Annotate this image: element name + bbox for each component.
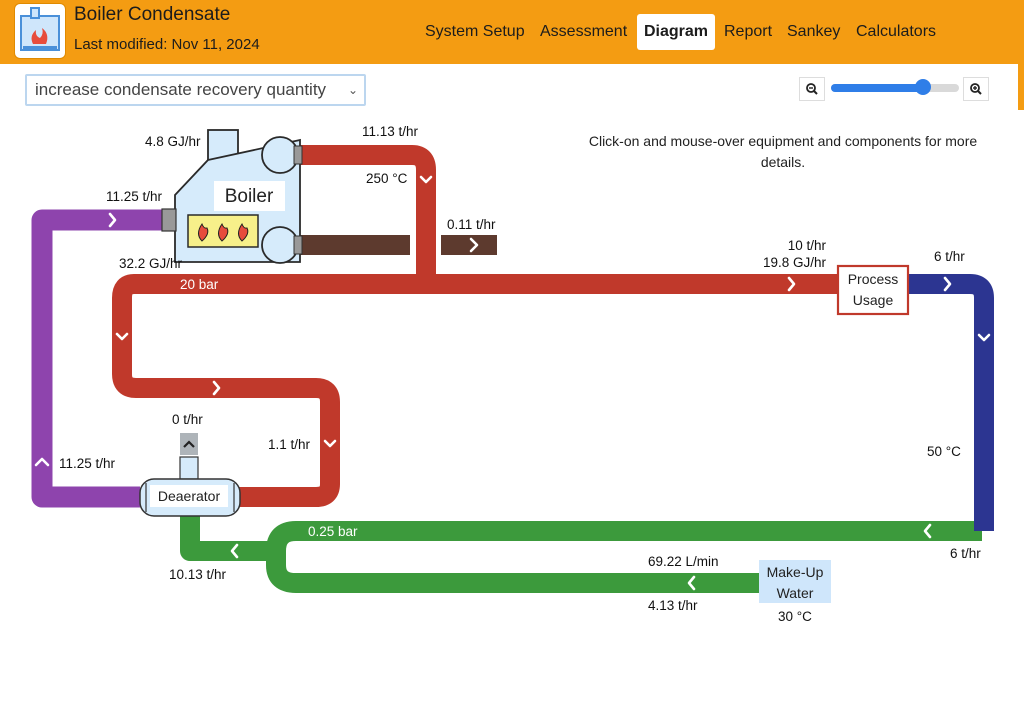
flow-arrow-icon <box>230 543 239 559</box>
header-energy-label: 32.2 GJ/hr <box>119 256 183 271</box>
tab-system-setup[interactable]: System Setup <box>425 23 525 40</box>
flow-arrow-icon <box>323 439 337 448</box>
da-inlet-label: 10.13 t/hr <box>169 567 227 582</box>
flow-arrow-icon <box>787 276 796 292</box>
app-header: Boiler Condensate Last modified: Nov 11,… <box>0 0 1024 64</box>
zoom-slider[interactable] <box>831 79 959 95</box>
vent-valve[interactable] <box>179 433 199 480</box>
flow-arrow-icon <box>923 523 932 539</box>
app-logo-icon <box>14 3 66 59</box>
makeup-water[interactable]: Make-Up Water <box>759 560 831 603</box>
makeup-label-line2: Water <box>777 585 814 601</box>
condensate-return-label: 6 t/hr <box>950 546 981 561</box>
flow-arrow-icon <box>943 276 952 292</box>
scenario-select-value: increase condensate recovery quantity <box>35 80 327 99</box>
makeup-volume-label: 69.22 L/min <box>648 554 719 569</box>
makeup-label-line1: Make-Up <box>767 564 824 580</box>
tab-diagram[interactable]: Diagram <box>637 14 716 50</box>
steam-out-label: 11.13 t/hr <box>362 124 419 139</box>
blowdown-label: 0.11 t/hr <box>447 217 496 232</box>
zoom-slider-thumb[interactable] <box>915 79 932 95</box>
flow-arrow-icon <box>108 212 117 228</box>
steam-drum <box>261 136 299 174</box>
blowdown-pipe[interactable] <box>300 235 410 255</box>
process-energy-label: 19.8 GJ/hr <box>763 255 827 270</box>
zoom-in-button[interactable] <box>963 77 989 101</box>
flame-icon <box>238 222 249 242</box>
feedwater-pipe[interactable] <box>31 209 170 508</box>
condensate-pipe[interactable] <box>908 274 994 531</box>
flame-icon <box>198 222 209 242</box>
process-flow-label: 10 t/hr <box>788 238 827 253</box>
help-text: Click-on and mouse-over equipment and co… <box>588 133 978 170</box>
makeup-flow-label: 4.13 t/hr <box>648 598 698 613</box>
last-modified: Last modified: Nov 11, 2024 <box>74 36 260 53</box>
flow-arrow-icon <box>212 380 221 396</box>
sidebar-edge <box>1018 64 1024 110</box>
process-label-line2: Usage <box>853 292 894 308</box>
water-pipe[interactable] <box>180 512 982 593</box>
flow-arrow-icon <box>977 333 991 342</box>
vent-flow-label: 0 t/hr <box>172 412 203 427</box>
zoom-out-button[interactable] <box>799 77 825 101</box>
boiler-fuel-label: 4.8 GJ/hr <box>145 134 201 149</box>
tab-sankey[interactable]: Sankey <box>787 23 841 40</box>
tab-assessment[interactable]: Assessment <box>540 23 628 40</box>
feed-return-label: 11.25 t/hr <box>59 456 116 471</box>
makeup-temp-label: 30 °C <box>778 609 812 624</box>
flow-arrow-icon <box>687 575 696 591</box>
steam-pipe[interactable] <box>112 145 838 507</box>
zoom-out-icon <box>806 83 818 95</box>
blowdown-outlet[interactable] <box>441 235 497 255</box>
zoom-slider-fill <box>831 84 924 92</box>
steam-temp-label: 250 °C <box>366 171 408 186</box>
mud-drum <box>261 226 299 264</box>
flow-arrow-icon <box>469 237 479 253</box>
scenario-select[interactable]: increase condensate recovery quantity ⌄ <box>25 74 366 106</box>
app-title: Boiler Condensate <box>74 4 231 25</box>
zoom-in-icon <box>970 83 982 95</box>
boiler[interactable]: Boiler <box>161 129 303 264</box>
condensate-temp-label: 50 °C <box>927 444 961 459</box>
lp-pressure-label: 0.25 bar <box>308 524 358 539</box>
deaerator-label: Deaerator <box>158 488 221 504</box>
da-steam-label: 1.1 t/hr <box>268 437 311 452</box>
boiler-feed-nozzle <box>161 208 177 232</box>
process-usage[interactable]: Process Usage <box>836 264 910 316</box>
header-pressure-label: 20 bar <box>180 277 219 292</box>
chevron-up-icon <box>183 440 195 448</box>
boiler-label: Boiler <box>225 186 274 207</box>
flame-icon <box>218 222 229 242</box>
flow-arrow-icon <box>115 332 129 341</box>
feed-in-label: 11.25 t/hr <box>106 189 163 204</box>
process-label-line1: Process <box>848 271 899 287</box>
chevron-down-icon: ⌄ <box>347 83 358 97</box>
flow-arrow-icon <box>419 175 433 184</box>
condensate-flow-label: 6 t/hr <box>934 249 965 264</box>
tab-calculators[interactable]: Calculators <box>856 23 937 40</box>
deaerator[interactable]: Deaerator <box>139 478 241 517</box>
flow-arrow-icon <box>34 457 50 467</box>
tab-report[interactable]: Report <box>724 23 773 40</box>
